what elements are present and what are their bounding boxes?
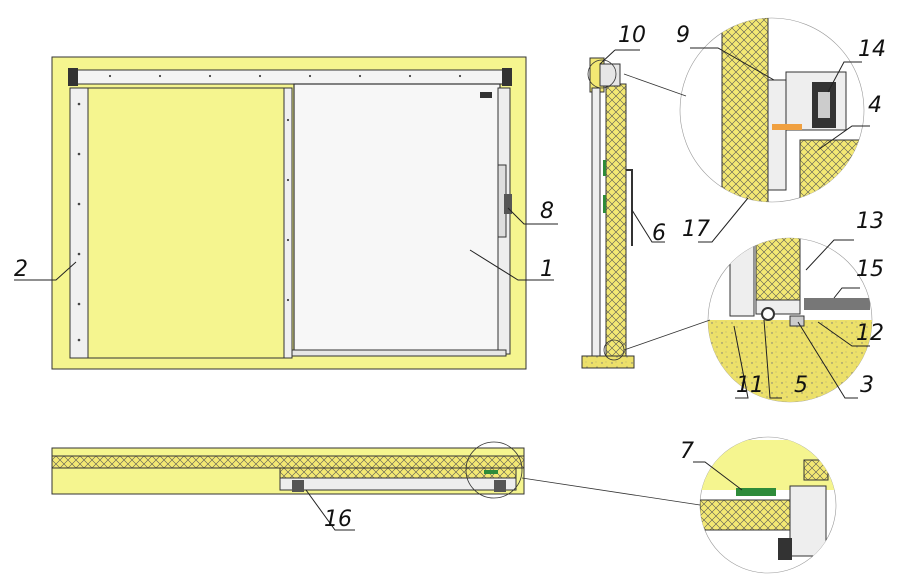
leader-lines	[14, 47, 870, 531]
plan-detail-frame	[789, 485, 827, 557]
side-floor	[581, 355, 635, 369]
door-opening	[87, 87, 285, 359]
side-seal-2	[603, 195, 606, 213]
callout-17: 17	[682, 217, 710, 242]
callout-14: 14	[858, 37, 886, 62]
bottom-panel	[755, 238, 801, 303]
bottom-roller	[761, 307, 775, 321]
track-end-left	[68, 68, 78, 86]
plan-seal	[484, 470, 498, 474]
plan-view	[51, 441, 525, 499]
top-bolt	[772, 124, 802, 130]
handle-bracket	[504, 194, 512, 214]
callout-1: 1	[540, 257, 554, 282]
side-seal-1	[603, 160, 606, 176]
callout-12: 12	[856, 321, 884, 346]
callout-4: 4	[868, 93, 882, 118]
plan-insulation	[51, 455, 525, 469]
callout-16: 16	[324, 507, 352, 532]
bottom-threshold	[804, 298, 870, 310]
plan-detail-track	[803, 459, 829, 481]
door-leaf	[293, 83, 501, 353]
callout-9: 9	[676, 23, 690, 48]
detail-plan	[699, 436, 837, 574]
top-insulation	[721, 18, 769, 202]
plan-detail-ring	[465, 441, 523, 499]
top-plug-panel	[799, 139, 861, 202]
callout-2: 2	[14, 257, 28, 282]
side-door-panel	[605, 83, 627, 357]
callout-11: 11	[736, 373, 764, 398]
callout-13: 13	[856, 209, 884, 234]
detail-top	[679, 17, 865, 203]
bottom-floor	[708, 320, 872, 402]
side-handle	[626, 169, 633, 246]
track-end-right	[502, 68, 512, 86]
door-sill	[291, 349, 507, 357]
detail-bottom	[707, 237, 873, 403]
top-roller-inner	[818, 92, 830, 118]
callout-6: 6	[652, 221, 666, 246]
frame-screws	[77, 74, 462, 342]
door-latch	[480, 92, 492, 98]
front-view	[51, 56, 527, 370]
callout-10: 10	[618, 23, 646, 48]
side-detail-ring-top	[587, 59, 617, 89]
plan-bracket-left	[292, 480, 304, 492]
side-frame	[591, 87, 601, 357]
plan-detail-seal	[736, 488, 776, 496]
side-track	[599, 63, 621, 87]
plan-detail-roller	[778, 538, 792, 560]
top-track	[69, 69, 511, 85]
callout-3: 3	[860, 373, 874, 398]
callout-8: 8	[540, 199, 554, 224]
frame-post-left	[69, 87, 89, 359]
side-section	[581, 57, 635, 369]
plan-door-leaf	[279, 467, 517, 479]
top-frame-plate	[767, 79, 787, 191]
callout-7: 7	[680, 439, 694, 464]
plan-bracket-right	[494, 480, 506, 492]
callout-5: 5	[794, 373, 808, 398]
callout-15: 15	[856, 257, 884, 282]
callout-labels: 1 2 3 4 5 6 7 8 9 10 11 12 13 14 15 16 1…	[14, 23, 886, 532]
frame-post-mid	[283, 87, 293, 359]
bottom-anchor	[789, 315, 805, 327]
plan-door-frame	[279, 477, 517, 491]
